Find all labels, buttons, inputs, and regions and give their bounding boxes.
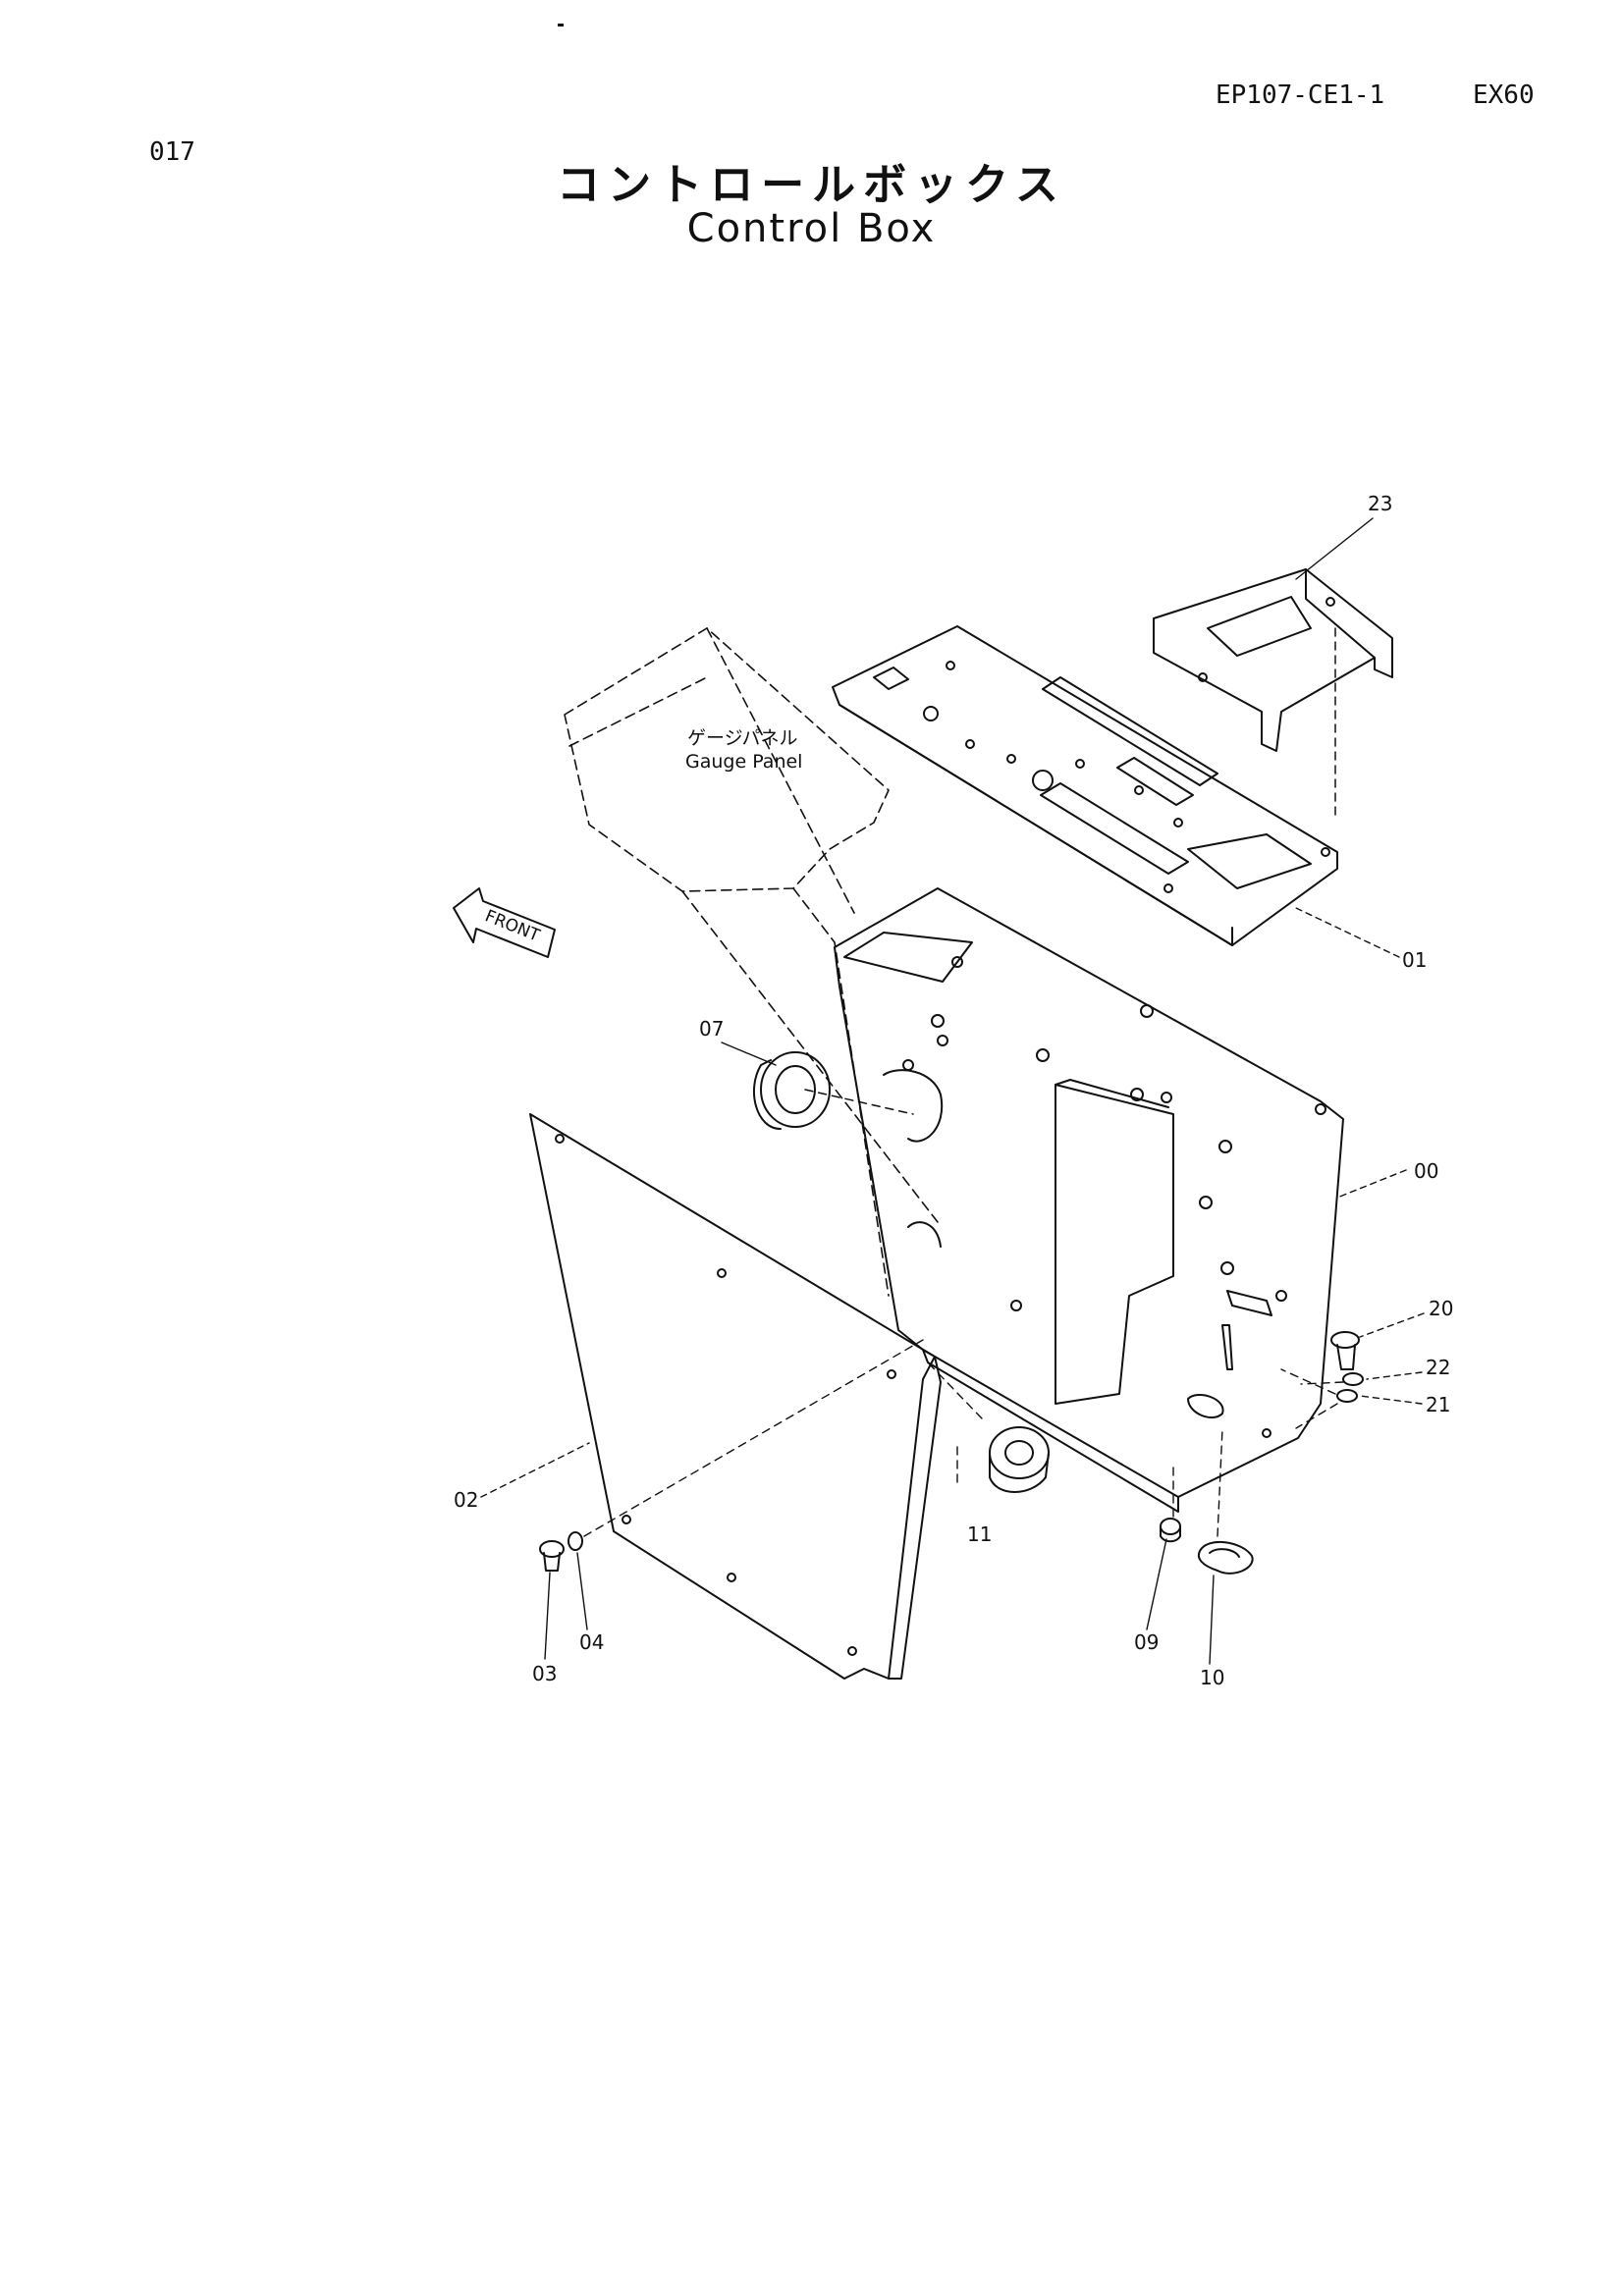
callout-numbers: 23 01 00 07 20 22 21 02 11 09 10 03 04 [454,492,1453,1689]
callout-03: 03 [532,1662,557,1685]
part-23-bracket [1153,568,1393,752]
callout-02: 02 [454,1488,478,1512]
callout-07: 07 [699,1017,724,1041]
callout-11: 11 [967,1522,992,1546]
callout-20: 20 [1429,1297,1453,1320]
gauge-panel-label-en: Gauge Panel [685,751,802,773]
document-code: EP107-CE1-1 [1216,80,1385,110]
part-20-bolt [1330,1331,1360,1370]
part-04-washer [568,1531,583,1551]
part-09-clip [1160,1518,1181,1543]
callout-04: 04 [579,1630,604,1654]
model-code: EX60 [1473,80,1535,110]
callout-10: 10 [1200,1666,1224,1689]
page-number: 017 [149,137,195,167]
part-00-box-frame [834,887,1344,1513]
title-english: Control Box [686,206,937,251]
callout-21: 21 [1426,1393,1450,1416]
part-02-side-cover [529,1113,942,1680]
part-11-grommet [989,1426,1050,1493]
part-21-washer [1336,1389,1358,1403]
part-22-washer [1342,1372,1364,1386]
callout-23: 23 [1368,492,1392,515]
callout-leaders [480,517,1425,1665]
part-10-oval-grommet [1198,1540,1254,1575]
scan-marks [558,24,564,27]
part-07-grommet [752,1051,831,1130]
callout-22: 22 [1426,1356,1450,1379]
title-japanese: コントロールボックス [557,160,1066,210]
assembly-lines [583,1339,1344,1537]
part-01-top-plate [832,625,1338,946]
part-03-screw [539,1540,565,1572]
front-arrow-icon: FRONT [453,887,556,958]
gauge-panel-label-jp: ゲージパネル [687,727,797,749]
callout-09: 09 [1134,1630,1159,1654]
callout-01: 01 [1402,948,1427,972]
leader-07 [804,1089,914,1115]
callout-00: 00 [1414,1159,1438,1183]
